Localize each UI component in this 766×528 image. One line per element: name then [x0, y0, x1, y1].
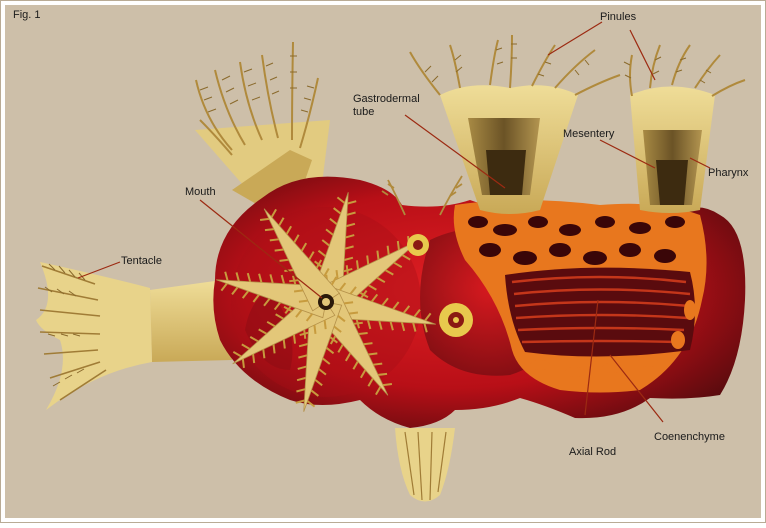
- label-pharynx: Pharynx: [708, 167, 748, 180]
- figure-number: Fig. 1: [13, 9, 41, 21]
- label-pinules: Pinules: [600, 11, 636, 24]
- label-tentacle: Tentacle: [121, 255, 162, 268]
- label-coenenchyme: Coenenchyme: [654, 431, 725, 444]
- label-mouth: Mouth: [185, 186, 216, 199]
- label-gastrodermal-tube: Gastrodermal tube: [353, 93, 420, 119]
- label-axial-rod: Axial Rod: [569, 446, 616, 459]
- label-mesentery: Mesentery: [563, 128, 614, 141]
